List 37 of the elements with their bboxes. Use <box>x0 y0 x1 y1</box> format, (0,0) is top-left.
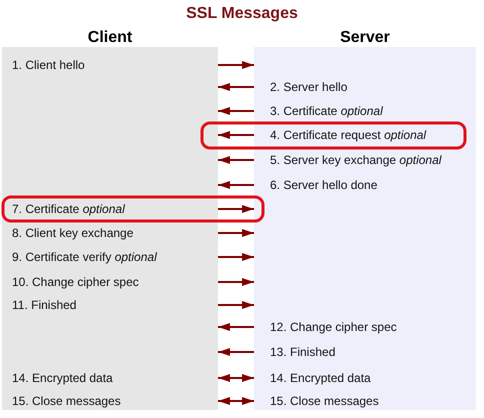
column-heading: Server <box>339 28 391 47</box>
server-column <box>254 28 476 410</box>
arrow <box>218 61 254 69</box>
message-label: 4. Certificate request optional <box>254 126 476 144</box>
message-label: 3. Certificate optional <box>254 102 476 120</box>
arrow <box>218 374 254 382</box>
message-label: 10. Change cipher spec <box>2 273 218 291</box>
arrow <box>218 131 254 139</box>
message-label: 15. Close messages <box>254 392 476 410</box>
message-label: 1. Client hello <box>2 56 218 74</box>
message-label: 13. Finished <box>254 343 476 361</box>
arrow <box>218 253 254 261</box>
message-label: 2. Server hello <box>254 78 476 96</box>
arrow <box>218 181 254 189</box>
arrow <box>218 107 254 115</box>
arrow <box>218 397 254 405</box>
diagram-title: SSL Messages <box>185 5 299 23</box>
message-label: 12. Change cipher spec <box>254 318 476 336</box>
arrow <box>218 156 254 164</box>
message-label: 14. Encrypted data <box>254 369 476 387</box>
arrow <box>218 323 254 331</box>
arrow <box>218 229 254 237</box>
arrow <box>218 205 254 213</box>
arrow <box>218 348 254 356</box>
arrow <box>218 301 254 309</box>
message-label: 9. Certificate verify optional <box>2 248 218 266</box>
arrow <box>218 83 254 91</box>
arrow <box>218 278 254 286</box>
message-label: 7. Certificate optional <box>2 200 218 218</box>
message-label: 15. Close messages <box>2 392 218 410</box>
message-label: 11. Finished <box>2 296 218 314</box>
message-label: 5. Server key exchange optional <box>254 151 476 169</box>
message-label: 8. Client key exchange <box>2 224 218 242</box>
message-label: 14. Encrypted data <box>2 369 218 387</box>
message-label: 6. Server hello done <box>254 176 476 194</box>
client-column <box>2 28 218 410</box>
column-heading: Client <box>86 28 134 47</box>
